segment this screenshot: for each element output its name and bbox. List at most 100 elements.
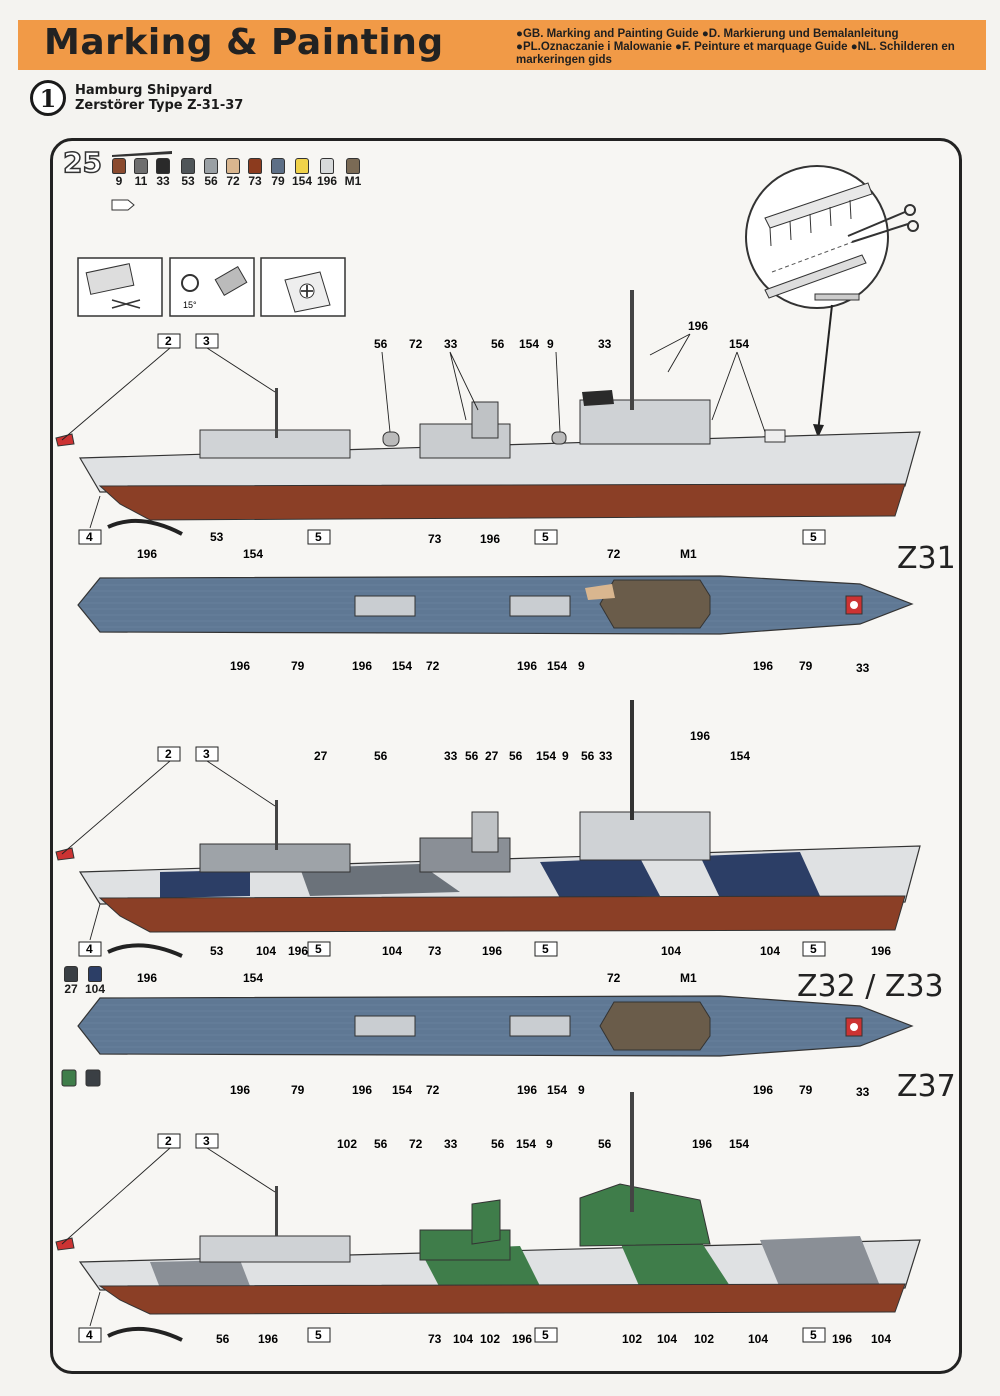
header-bar: Marking & Painting ●GB. Marking and Pain… (18, 20, 986, 70)
color-callout: 33 (856, 1085, 870, 1099)
paint-code: 154 (292, 174, 313, 188)
paint-swatch: 73 (248, 158, 264, 188)
funnel-cap (582, 390, 614, 406)
color-callout: 102 (694, 1332, 714, 1346)
color-callout: 196 (692, 1137, 712, 1151)
paint-swatch: 33 (156, 158, 172, 188)
color-callout: 73 (428, 532, 442, 546)
paint-pot-icon (61, 1069, 77, 1087)
part-number: 3 (203, 1134, 210, 1148)
part-box (534, 1327, 558, 1343)
color-callout: 9 (578, 1083, 585, 1097)
color-callout: 102 (337, 1137, 357, 1151)
part-number: 2 (165, 334, 172, 348)
color-callout: 27 (314, 749, 328, 763)
part-number: 5 (810, 530, 817, 544)
color-callout: 56 (598, 1137, 612, 1151)
option-title-line1: Hamburg Shipyard (75, 83, 213, 98)
camo-band (150, 1260, 250, 1288)
torpedo-tubes (509, 595, 571, 617)
torpedo-tubes (354, 1015, 416, 1037)
part-number: 2 (165, 1134, 172, 1148)
paint-swatch: 11 (134, 158, 150, 188)
flag (55, 1237, 75, 1251)
part-number: 5 (542, 530, 549, 544)
searchlight (551, 431, 567, 445)
paint-pot-icon (295, 158, 309, 174)
color-callout: 154 (536, 749, 556, 763)
paint-pot-icon (226, 158, 240, 174)
color-callout: 196 (352, 1083, 372, 1097)
flag (55, 433, 75, 447)
hull-bracket (107, 518, 183, 536)
part-box (307, 941, 331, 957)
part-box (802, 529, 826, 545)
camo-band (760, 1236, 880, 1288)
ship2-side-view (55, 700, 921, 958)
ship1-top-view (77, 575, 914, 635)
paint-swatch: 154 (292, 158, 313, 188)
part-number: 4 (86, 530, 93, 544)
paint-swatch: 53 (181, 158, 197, 188)
mast (630, 290, 634, 410)
ship1-side-view (55, 290, 921, 536)
step-number: 25 (62, 145, 102, 180)
variant-label-z32-z33: Z32 / Z33 (797, 969, 944, 1004)
part-box (157, 1133, 181, 1149)
color-callout: 79 (799, 659, 813, 673)
color-callout: 9 (578, 659, 585, 673)
color-callout: 154 (730, 749, 750, 763)
deck-plan (77, 995, 914, 1057)
part-number: 2 (165, 747, 172, 761)
color-callout: 56 (374, 749, 388, 763)
ship1-callouts: 56 72 33 56 154 9 33 196 154 53 73 196 1… (137, 319, 870, 675)
paint-swatch: 56 (204, 158, 220, 188)
paint-pot-icon (204, 158, 218, 174)
color-callout: 154 (392, 659, 412, 673)
color-callout: 33 (444, 337, 458, 351)
paint-pot-icon (346, 158, 360, 174)
paint-swatch: 104 (85, 966, 105, 996)
color-callout: 154 (729, 1137, 749, 1151)
funnel (471, 401, 499, 439)
color-callout: 104 (382, 944, 402, 958)
part-box (307, 529, 331, 545)
page-title: Marking & Painting (44, 22, 444, 63)
color-callout: 33 (856, 661, 870, 675)
hull-lower-red (98, 895, 906, 933)
part-number: 5 (542, 942, 549, 956)
color-callout: 102 (622, 1332, 642, 1346)
color-callout: 102 (480, 1332, 500, 1346)
option-title: Hamburg Shipyard Zerstörer Type Z-31-37 (75, 83, 243, 113)
color-callout: 104 (871, 1332, 891, 1346)
color-callout: 196 (137, 547, 157, 561)
color-callout: M1 (680, 971, 697, 985)
part-box (802, 1327, 826, 1343)
color-callout: 9 (546, 1137, 553, 1151)
glue-tube-icon (111, 199, 135, 211)
part-number: 5 (315, 1328, 322, 1342)
color-callout: 72 (426, 1083, 440, 1097)
color-callout: 104 (256, 944, 276, 958)
paint-code: 11 (134, 174, 148, 188)
paint-swatch: 79 (271, 158, 287, 188)
color-callout: 56 (374, 337, 388, 351)
color-callout: 33 (598, 337, 612, 351)
paint-pot-icon (271, 158, 285, 174)
color-callout: 33 (444, 1137, 458, 1151)
part-box (534, 529, 558, 545)
color-callout: 154 (392, 1083, 412, 1097)
mast (630, 700, 634, 820)
paint-pot-icon (156, 158, 170, 174)
color-callout: 56 (216, 1332, 230, 1346)
paint-pot-icon (248, 158, 262, 174)
railing-strip (764, 254, 867, 299)
flag (55, 847, 75, 861)
color-callout: 73 (428, 944, 442, 958)
color-callout: 72 (607, 971, 621, 985)
language-subtitle: ●GB. Marking and Painting Guide ●D. Mark… (516, 28, 955, 66)
bridge-roof (599, 1001, 711, 1051)
torpedo-tubes (354, 595, 416, 617)
paint-code: 33 (156, 174, 170, 188)
ship2-callouts: 27 56 33 56 27 56 154 9 56 33 196 154 53… (137, 729, 891, 1099)
